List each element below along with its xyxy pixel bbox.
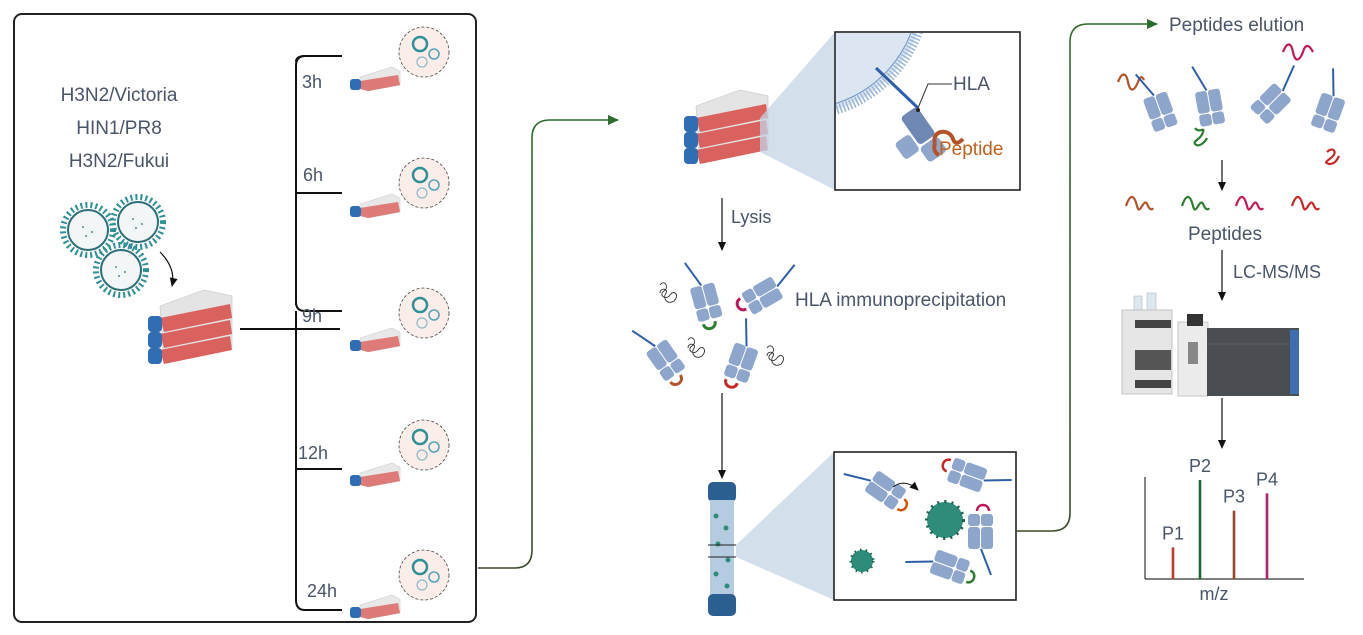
flask-12h-icon xyxy=(349,418,451,488)
virus-particles-icon xyxy=(63,197,163,295)
peak-label: P3 xyxy=(1223,487,1245,507)
flask-24h-icon xyxy=(349,548,451,620)
infection-panel-border xyxy=(13,13,477,623)
elution-label: Peptides elution xyxy=(1169,15,1304,36)
timepoint-label: 6h xyxy=(303,165,323,185)
hla-inset-panel: HLA Peptide xyxy=(834,31,1021,191)
flask-3h-icon xyxy=(349,25,451,92)
cell-flask-stack-icon xyxy=(683,89,769,165)
peak-label: P1 xyxy=(1162,523,1184,543)
flask-6h-icon xyxy=(349,156,451,219)
x-axis-label: m/z xyxy=(1200,584,1229,604)
timepoint-label: 9h xyxy=(302,306,322,326)
eluted-hla-peptides xyxy=(1116,43,1356,166)
timeline-bracket xyxy=(240,55,342,470)
peak-label: P2 xyxy=(1189,456,1211,476)
infect-arrow xyxy=(159,251,178,287)
bead-capture-inset xyxy=(833,451,1017,601)
peptide-label: Peptide xyxy=(939,139,1003,160)
affinity-column-icon xyxy=(708,482,736,616)
hla-label: HLA xyxy=(953,74,990,95)
strain-label: H3N2/Fukui xyxy=(69,151,169,172)
timepoint-labels: 3h 6h 9h 12h 24h xyxy=(298,72,337,601)
zoom-cone xyxy=(760,32,835,190)
lcms-label: LC-MS/MS xyxy=(1233,262,1321,282)
timepoint-flasks xyxy=(349,25,451,620)
hla-ip-label: HLA immunoprecipitation xyxy=(795,290,1006,311)
zoom-cone xyxy=(736,452,834,600)
free-peptides xyxy=(1124,195,1320,211)
cell-flask-stack-icon xyxy=(147,289,233,365)
strain-labels: H3N2/Victoria HIN1/PR8 H3N2/Fukui xyxy=(61,85,178,172)
peak-label: P4 xyxy=(1256,469,1278,489)
timepoint-label: 24h xyxy=(307,581,337,601)
timepoint-label: 12h xyxy=(298,443,328,463)
flask-9h-icon xyxy=(349,286,451,353)
lc-ms-instrument-icon xyxy=(1121,292,1299,397)
flow-arrow-to-elution xyxy=(1016,19,1158,532)
hla-lysate-mixture xyxy=(629,255,808,389)
peptides-label: Peptides xyxy=(1188,224,1262,245)
strain-label: H3N2/Victoria xyxy=(61,85,178,106)
flow-arrow-to-lysis xyxy=(478,115,619,569)
timepoint-label: 3h xyxy=(302,72,322,92)
timeline-axis xyxy=(295,55,342,611)
strain-label: HIN1/PR8 xyxy=(76,118,162,139)
lysis-label: Lysis xyxy=(731,207,771,227)
